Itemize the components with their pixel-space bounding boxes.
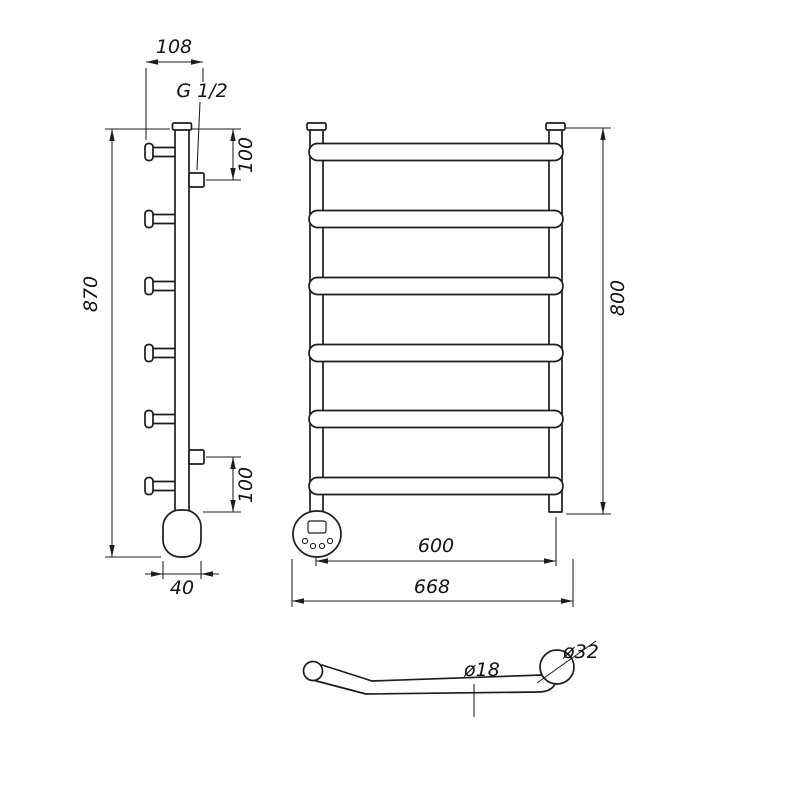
thread-label: G 1/2 — [176, 80, 227, 102]
side-view: 108 G 1/2 870 100 100 — [80, 36, 257, 599]
wall-bracket — [144, 343, 178, 363]
inlet-fitting-bottom — [188, 449, 205, 465]
bracket-stub — [151, 413, 178, 425]
dim-100-top-label: 100 — [235, 137, 257, 173]
dim-800-label: 800 — [607, 280, 629, 316]
rungs — [308, 142, 564, 496]
dim-cap-diameter-label: ø32 — [562, 641, 599, 663]
rung-detail-view: ø32 ø18 — [302, 640, 599, 717]
dim-tube-diameter-label: ø18 — [463, 659, 500, 681]
wall-bracket — [144, 209, 178, 229]
dim-108: 108 — [145, 36, 204, 140]
bracket-stub — [151, 480, 178, 492]
left-post — [309, 128, 324, 513]
bracket-cap — [144, 209, 154, 229]
rung — [308, 142, 564, 162]
wall-bracket — [144, 409, 178, 429]
heater-display — [307, 520, 327, 534]
dim-800: 800 — [566, 127, 629, 515]
side-rail-tube — [174, 128, 190, 513]
wall-bracket — [144, 276, 178, 296]
dim-100-bottom: 100 — [203, 456, 257, 513]
wall-bracket — [144, 476, 178, 496]
bracket-cap — [144, 276, 154, 296]
side-rail-top-cap — [171, 122, 193, 131]
dim-40: 40 — [145, 561, 219, 599]
heater-pod-side — [162, 509, 202, 558]
rung-top-edge — [321, 664, 543, 682]
bracket-cap — [144, 409, 154, 429]
dim-100-bottom-label: 100 — [235, 467, 257, 503]
bracket-cap — [144, 343, 154, 363]
dim-870: 870 — [80, 128, 170, 558]
bracket-stub — [151, 213, 178, 225]
dim-108-label: 108 — [156, 36, 192, 58]
bracket-cap — [144, 142, 154, 162]
dim-600: 600 — [315, 517, 557, 566]
rung-small-end — [302, 660, 324, 682]
right-post-cap — [545, 122, 566, 131]
leader-line — [196, 101, 201, 171]
rung-bottom-edge — [313, 679, 556, 695]
rung-cap-end — [539, 649, 575, 685]
inlet-fitting-top — [188, 172, 205, 188]
dim-870-label: 870 — [80, 276, 102, 312]
rung — [308, 343, 564, 363]
front-view: 800 600 668 — [291, 122, 629, 607]
left-post-cap — [306, 122, 327, 131]
rung — [308, 209, 564, 229]
dim-668: 668 — [291, 559, 574, 607]
bracket-stub — [151, 280, 178, 292]
dim-668-label: 668 — [414, 576, 450, 598]
rung — [308, 409, 564, 429]
heater-button — [301, 537, 309, 545]
bracket-cap — [144, 476, 154, 496]
heater-button — [318, 542, 326, 550]
right-post — [548, 128, 563, 513]
heater-pod-front — [292, 510, 342, 558]
bracket-stub — [151, 347, 178, 359]
rung — [308, 276, 564, 296]
heater-button — [326, 537, 334, 545]
dim-600-label: 600 — [418, 535, 454, 557]
dim-100-top: 100 — [192, 128, 257, 181]
rung — [308, 476, 564, 496]
heater-pod-body — [292, 510, 342, 558]
centerline — [536, 640, 597, 684]
thread-callout: G 1/2 — [176, 80, 228, 171]
dim-40-label: 40 — [170, 577, 194, 599]
wall-bracket — [144, 142, 178, 162]
bracket-stub — [151, 146, 178, 158]
heater-button — [309, 542, 317, 550]
wall-brackets — [144, 142, 178, 496]
